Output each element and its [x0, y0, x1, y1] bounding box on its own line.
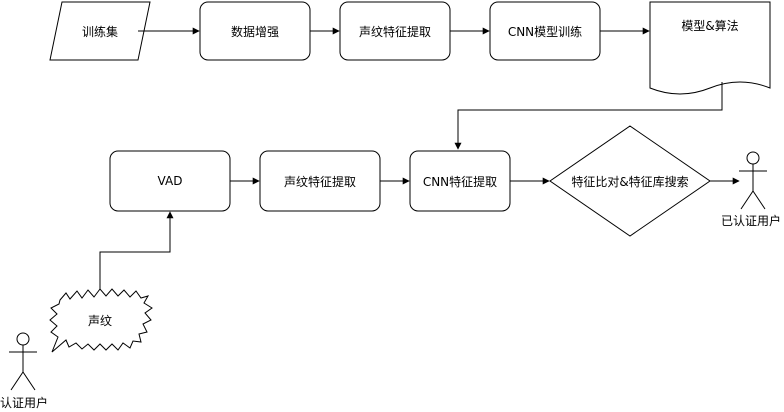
voiceprint-bubble-shape [49, 288, 153, 353]
training-set-shape [49, 1, 151, 61]
verified-user-actor-icon [739, 151, 767, 210]
model-algorithm-document [649, 1, 771, 95]
verified-user-actor-label: 已认证用户 [720, 213, 781, 228]
vad-label: VAD [157, 174, 183, 188]
compare-search-label: 特征比对&特征库搜索 [571, 174, 689, 189]
arrow-model-to-cnn-feature [454, 82, 723, 150]
user-actor-label: 认证用户 [0, 395, 49, 410]
voiceprint-bubble-label: 声纹 [87, 313, 112, 328]
model-algorithm-label: 模型&算法 [681, 18, 739, 33]
training-set-label: 训练集 [81, 24, 118, 39]
cnn-feature-extract-label: CNN特征提取 [422, 174, 498, 189]
arrow-bubble-to-vad [99, 211, 174, 290]
voiceprint-extract-bottom-label: 声纹特征提取 [283, 174, 356, 189]
cnn-training-label: CNN模型训练 [507, 24, 583, 39]
voiceprint-extract-top-label: 声纹特征提取 [358, 24, 431, 39]
user-actor-icon [9, 332, 37, 391]
data-augmentation-label: 数据增强 [230, 24, 279, 39]
compare-search-diamond [549, 125, 711, 237]
